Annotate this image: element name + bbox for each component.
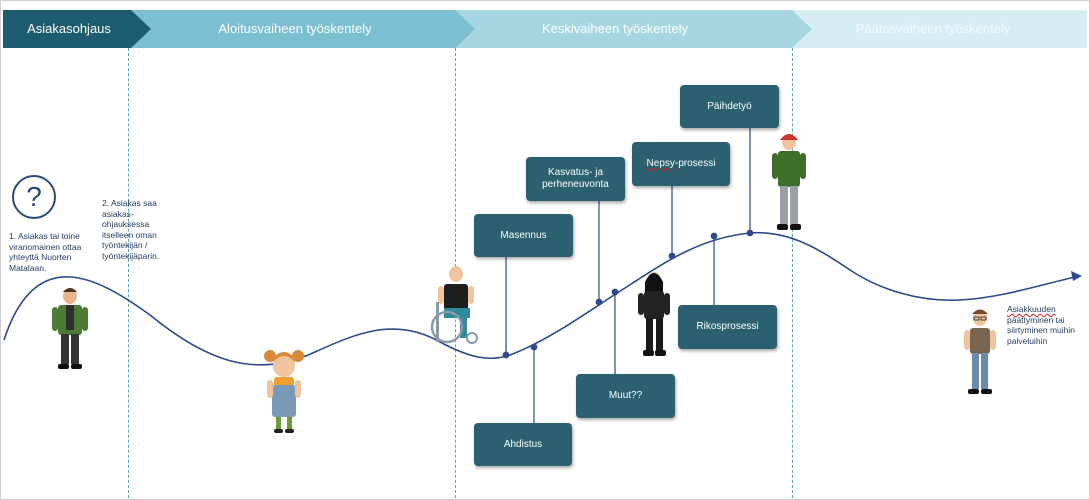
person-green-jacket-icon — [52, 288, 88, 369]
box-muut: Muut?? — [576, 374, 675, 418]
curve-dot — [502, 351, 510, 359]
step-2-text: 2. Asiakas saa asiakas-ohjauksessa itsel… — [102, 198, 160, 261]
curve-dot — [611, 288, 619, 296]
curve-dot — [668, 252, 676, 260]
phase-label-paatos: Päätosvaiheen työskentely — [855, 21, 1011, 36]
phase-divider-3 — [792, 48, 793, 498]
phase-chevron-4 — [791, 10, 1087, 48]
box-paihdetyo: Päihdetyö — [680, 85, 779, 128]
box-nepsy-word: Nepsy — [646, 158, 675, 169]
phase-chevron-2 — [130, 10, 475, 48]
curve-dot — [595, 298, 603, 306]
curve-dot — [530, 343, 538, 351]
person-black-icon — [638, 272, 670, 356]
wheelchair-person-icon — [430, 266, 478, 344]
curve-dot — [710, 232, 718, 240]
phase-chevron-3 — [454, 10, 812, 48]
phase-label-keskivaihe: Keskivaiheen työskentely — [542, 21, 688, 36]
end-text: Asiakkuuden päättyminen tai siirtyminen … — [1007, 304, 1085, 346]
box-rikosprosessi: Rikosprosessi — [678, 305, 777, 349]
phase-chevron-1 — [3, 10, 151, 48]
box-kasvatus: Kasvatus- ja perheneuvonta — [526, 157, 625, 201]
arrow-head-icon — [1071, 271, 1082, 281]
box-nepsy-rest: -prosessi — [674, 158, 716, 169]
phase-label-asiakasohjaus: Asiakasohjaus — [27, 21, 111, 36]
girl-icon — [264, 350, 304, 433]
person-red-cap-icon — [772, 134, 806, 230]
box-nepsy: Nepsy-prosessi — [632, 142, 730, 186]
box-ahdistus: Ahdistus — [474, 423, 572, 466]
curve-dot — [746, 229, 754, 237]
phase-label-aloitus: Aloitusvaiheen työskentely — [218, 21, 372, 36]
end-text-rest: päättyminen tai siirtyminen muihin palve… — [1007, 314, 1076, 346]
end-text-word: Asiakkuuden — [1007, 304, 1056, 314]
phase-bar — [3, 10, 1087, 48]
question-icon: ? — [12, 175, 56, 219]
journey-curve — [3, 231, 1076, 366]
box-masennus: Masennus — [474, 214, 573, 257]
step-1-text: 1. Asiakas tai toine viranomainen ottaa … — [9, 231, 82, 273]
phase-divider-1 — [128, 48, 129, 498]
person-glasses-icon — [964, 309, 996, 394]
